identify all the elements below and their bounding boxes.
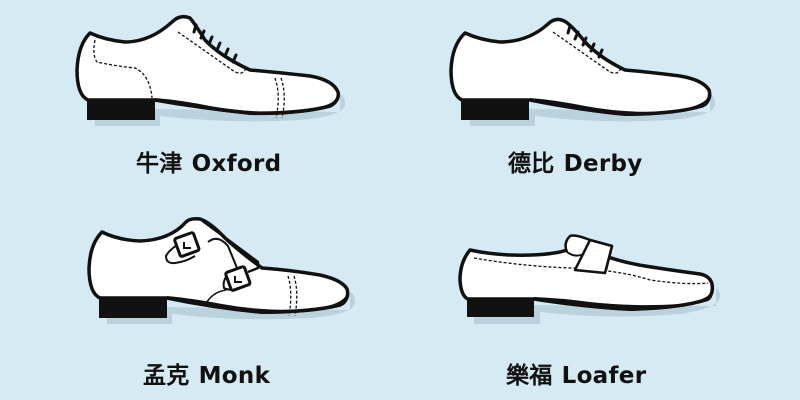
loafer-label-en: Loafer [561,363,647,389]
loafer-label-zh: 樂福 [506,363,553,389]
derby-label-zh: 德比 [508,151,555,177]
monk-label: 孟克 Monk [143,356,270,390]
oxford-label: 牛津 Oxford [136,144,281,178]
monk-label-en: Monk [198,363,271,389]
loafer-shoe-illustration [458,234,720,324]
monk-label-zh: 孟克 [143,363,190,389]
monk-shoe-illustration [87,217,355,324]
oxford-shoe-illustration [75,14,345,126]
derby-label: 德比 Derby [508,144,643,178]
derby-shoe-illustration [449,17,715,126]
oxford-label-en: Oxford [191,151,282,177]
loafer-label: 樂福 Loafer [506,356,646,390]
derby-label-en: Derby [563,151,643,177]
oxford-label-zh: 牛津 [136,151,183,177]
